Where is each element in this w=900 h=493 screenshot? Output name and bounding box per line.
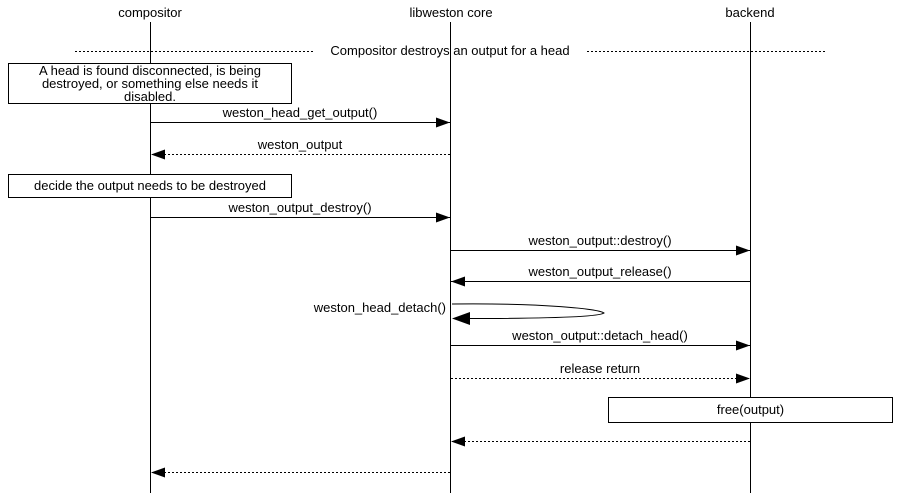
note-line: disabled. [123,89,177,104]
message-label-output-destroy: weston_output_destroy() [228,200,372,215]
message-label-output-destroy-vfunc: weston_output::destroy() [528,233,672,248]
message-label-detach-head-vfunc: weston_output::detach_head() [512,328,688,343]
note-free-output: free(output) [608,397,893,423]
message-label-release-return: release return [559,361,641,376]
separator-title: Compositor destroys an output for a head [330,43,570,58]
self-loop-arrowhead [452,312,470,325]
message-label-head-get-output: weston_head_get_output() [222,105,378,120]
note-decide-destroy: decide the output needs to be destroyed [8,174,292,198]
note-line: A head is found disconnected, is being [39,63,261,78]
message-label-head-detach: weston_head_detach() [313,300,446,315]
participant-backend: backend [725,5,775,20]
self-loop-weston-head-detach [451,303,605,319]
note-line: destroyed, or something else needs it [41,76,259,91]
message-label-weston-output-return: weston_output [257,137,343,152]
participant-compositor: compositor [118,5,182,20]
message-label-output-release: weston_output_release() [528,264,672,279]
participant-libweston-core: libweston core [409,5,493,20]
note-head-disconnected: A head is found disconnected, is being d… [8,63,292,104]
